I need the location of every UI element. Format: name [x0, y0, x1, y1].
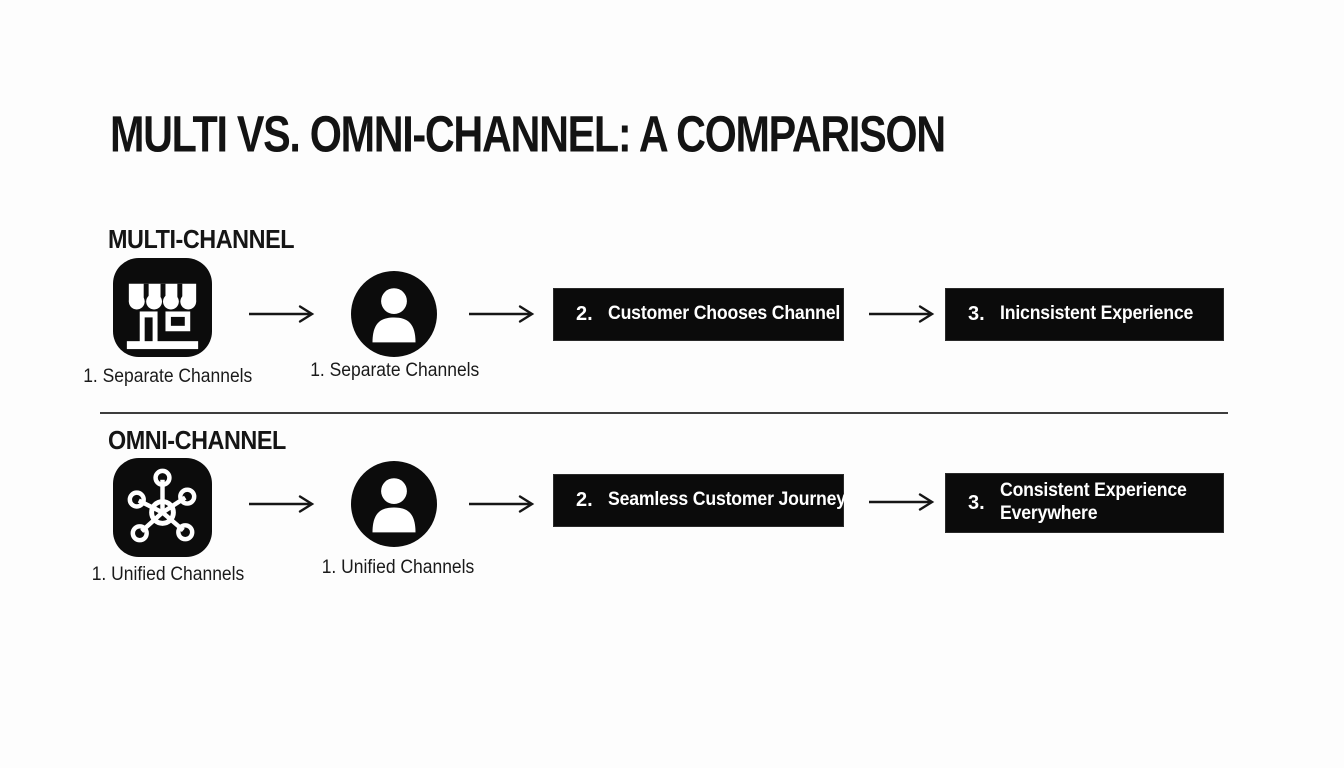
storefront-icon: [113, 258, 212, 357]
step-label: Consistent Experience Everywhere: [999, 480, 1187, 524]
step-label: Seamless Customer Journey: [607, 489, 846, 511]
flow-arrow-icon: [468, 493, 536, 515]
step-number: 2.: [576, 489, 593, 511]
section-heading-multi-channel: MULTI-CHANNEL: [108, 224, 295, 254]
flow-arrow-icon: [868, 303, 936, 325]
network-caption: 1. Unified Channels: [91, 564, 245, 585]
page-title: MULTI VS. OMNI-CHANNEL: A COMPARISON: [110, 105, 946, 163]
step-number: 3.: [968, 303, 985, 325]
step-label: Customer Chooses Channel: [607, 303, 840, 325]
person-caption: 1. Unified Channels: [321, 557, 475, 578]
person-caption: 1. Separate Channels: [310, 360, 480, 381]
section-divider: [100, 412, 1228, 414]
flow-arrow-icon: [248, 493, 316, 515]
step-number: 3.: [968, 491, 985, 514]
person-icon: [351, 461, 437, 547]
flow-arrow-icon: [868, 491, 936, 513]
step-number: 2.: [576, 303, 593, 325]
step-box-seamless-customer-journey: 2. Seamless Customer Journey: [554, 475, 846, 526]
person-icon: [351, 271, 437, 357]
step-box-consistent-experience: 3. Consistent Experience Everywhere: [946, 474, 1223, 532]
step-label: Inicnsistent Experience: [999, 303, 1193, 325]
step-box-customer-chooses-channel: 2. Customer Chooses Channel: [554, 289, 843, 340]
flow-arrow-icon: [248, 303, 316, 325]
flow-arrow-icon: [468, 303, 536, 325]
section-heading-omni-channel: OMNI-CHANNEL: [108, 425, 286, 455]
step-box-inconsistent-experience: 3. Inicnsistent Experience: [946, 289, 1223, 340]
storefront-caption: 1. Separate Channels: [83, 366, 253, 387]
network-hub-icon: [113, 458, 212, 557]
